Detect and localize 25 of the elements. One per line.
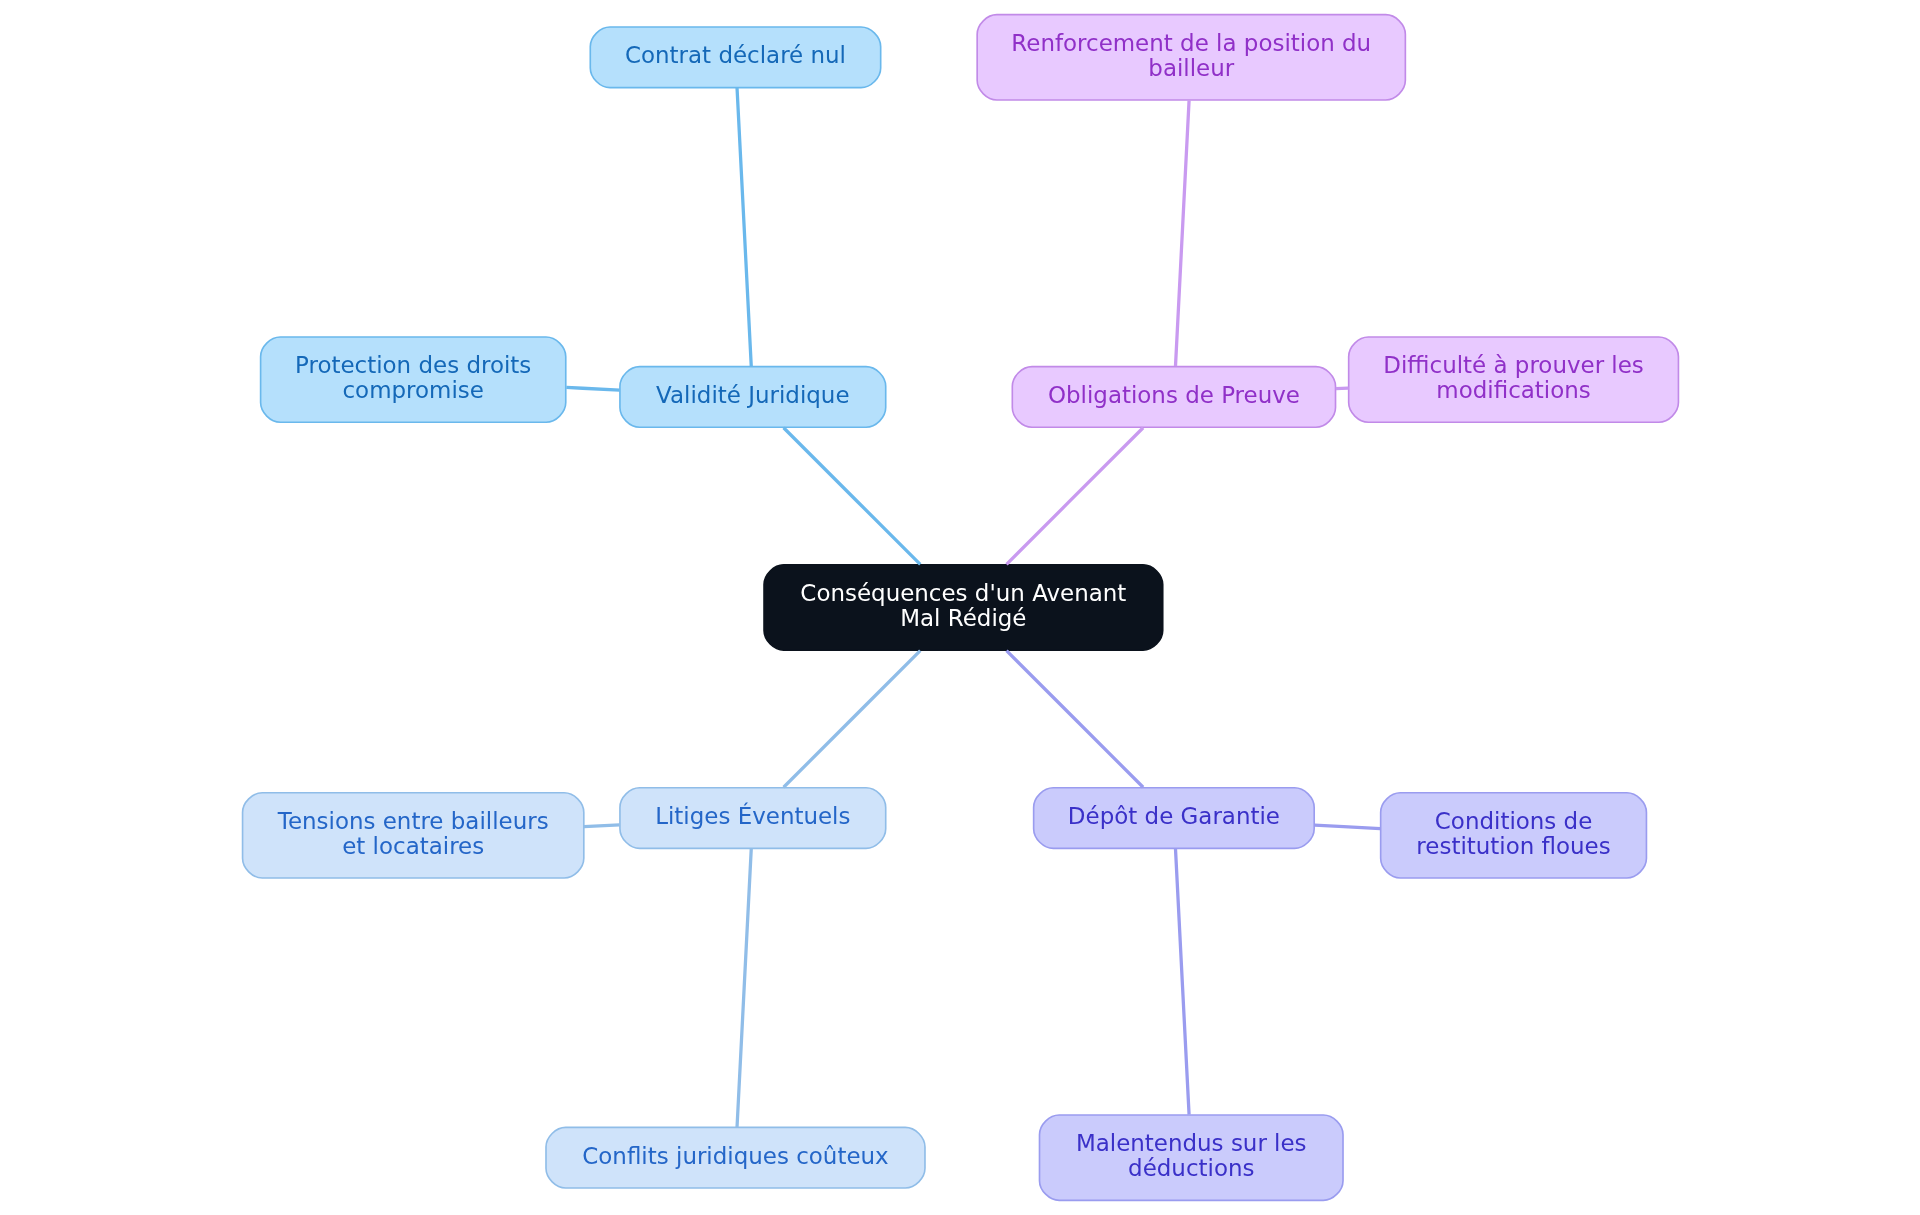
node-box: Difficulté à prouver les modifications — [1347, 336, 1679, 424]
connector — [781, 649, 921, 789]
connector — [565, 385, 620, 392]
node-box: Renforcement de la position du bailleur — [975, 13, 1406, 101]
node-box: Conditions de restitution floues — [1379, 791, 1647, 879]
connector — [583, 823, 620, 829]
connector — [1173, 848, 1191, 1115]
connector — [1004, 426, 1144, 566]
node-box: Obligations de Preuve — [1011, 365, 1336, 429]
node-box: Validité Juridique — [618, 365, 887, 429]
node-box: Dépôt de Garantie — [1032, 786, 1315, 850]
connector — [1004, 649, 1144, 789]
connector — [734, 87, 753, 367]
node-box: Litiges Éventuels — [618, 786, 887, 850]
node-box: Protection des droits compromise — [259, 336, 567, 424]
node-box: Conséquences d'un Avenant Mal Rédigé — [762, 564, 1164, 651]
node-box: Conflits juridiques coûteux — [544, 1126, 926, 1189]
connector — [1335, 386, 1349, 391]
node-box: Contrat déclaré nul — [588, 26, 881, 89]
connector — [1173, 100, 1191, 367]
node-box: Tensions entre bailleurs et locataires — [241, 791, 585, 879]
connector — [1313, 823, 1380, 831]
connector — [734, 848, 753, 1128]
node-box: Malentendus sur les déductions — [1038, 1114, 1344, 1202]
connector — [781, 426, 921, 566]
